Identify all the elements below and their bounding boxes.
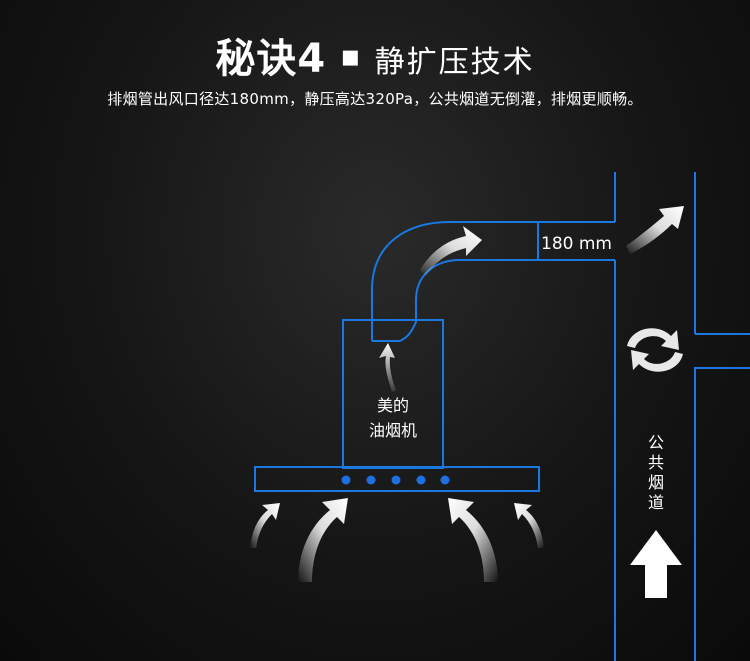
- indicator-light-4: [416, 475, 426, 485]
- indicator-light-2: [366, 475, 376, 485]
- title-separator: ▪: [340, 39, 361, 74]
- intake-arrow-far-left-icon: [250, 503, 280, 548]
- flue-label-char-4: 道: [648, 493, 664, 512]
- indicator-light-1: [341, 475, 351, 485]
- intake-arrow-far-right-icon: [514, 503, 544, 548]
- circular-flow-icon: [627, 328, 683, 372]
- title-main: 秘诀4: [215, 36, 327, 82]
- exhaust-duct-inner: [399, 259, 615, 342]
- page-title: 秘诀4 ▪ 静扩压技术: [0, 26, 750, 84]
- page-subtitle: 排烟管出风口径达180mm，静压高达320Pa，公共烟道无倒灌，排烟更顺畅。: [107, 90, 643, 108]
- flue-label-char-3: 烟: [648, 473, 664, 492]
- chimney-up-arrow-icon: [379, 343, 396, 392]
- indicator-light-3: [391, 475, 401, 485]
- intake-arrow-right-icon: [448, 498, 498, 582]
- flue-right-wall-bottom: [694, 333, 750, 661]
- duct-flow-arrow-icon: [420, 226, 482, 276]
- intake-arrow-left-icon: [298, 498, 348, 582]
- flue-label-char-1: 公: [648, 433, 664, 452]
- indicator-light-5: [440, 475, 450, 485]
- flue-inlet-arrow-icon: [626, 206, 684, 254]
- duct-diameter-label: 180 mm: [541, 234, 612, 254]
- title-sub: 静扩压技术: [374, 45, 535, 80]
- flue-up-arrow-icon: [630, 530, 682, 598]
- exhaust-duct-outer: [371, 221, 615, 341]
- hood-label-line1: 美的: [377, 396, 409, 415]
- hood-label-line2: 油烟机: [369, 421, 417, 440]
- flue-label-char-2: 共: [648, 453, 664, 472]
- hood-canopy: [254, 466, 540, 492]
- hood-chimney: [342, 319, 444, 469]
